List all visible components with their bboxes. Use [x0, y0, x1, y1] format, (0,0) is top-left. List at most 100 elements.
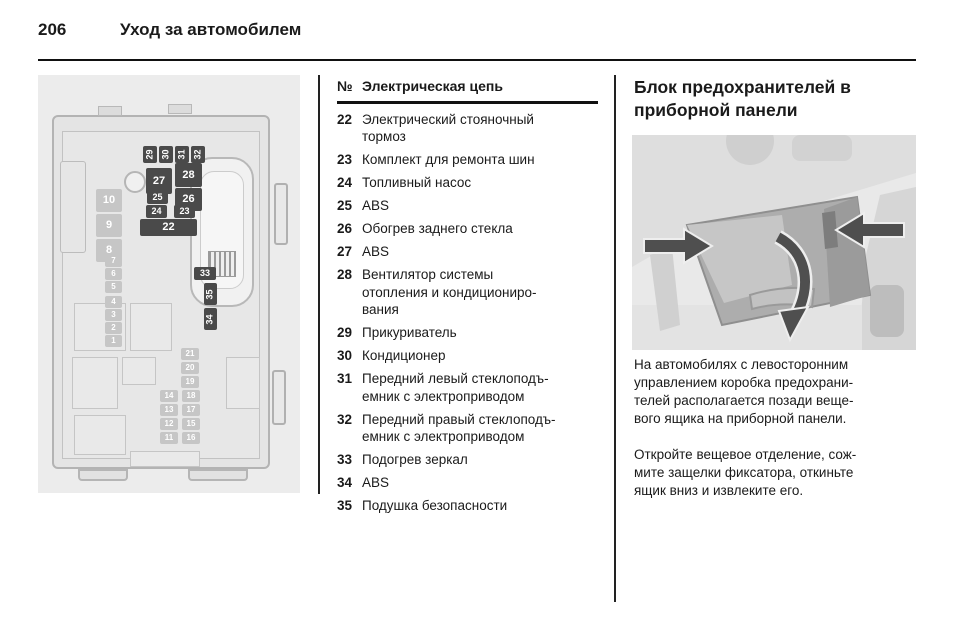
circuit-label: ABS: [362, 475, 390, 490]
table-row-fuse-23: 23 Комплект для ремонта шин: [337, 151, 598, 169]
paragraph-line: мите защелки фиксатора, откиньте: [634, 465, 854, 480]
fuse-label-19: 19: [181, 376, 199, 388]
fuse-label-7: 7: [105, 255, 122, 267]
fuse-number: 34: [337, 475, 353, 490]
fuse-label-20: 20: [181, 362, 199, 374]
body-paragraph: На автомобилях с левосторонним управлени…: [634, 356, 926, 428]
circuit-label: ABS: [362, 198, 390, 213]
header-rule: [38, 59, 916, 61]
fuse-label-14: 14: [160, 390, 178, 402]
fuse-label-21: 21: [181, 348, 199, 360]
relay-block-5: [226, 357, 260, 409]
column-divider-left: [318, 75, 320, 494]
fuse-label-12: 12: [160, 418, 178, 430]
fuse-label-29: 29: [143, 146, 157, 163]
fuse-circuit-table: № Электрическая цепь 22 Электрический стоя…: [337, 78, 598, 520]
circuit-label: Прикуриватель: [362, 325, 457, 340]
fuse-label-27: 27: [146, 168, 172, 194]
table-row-fuse-34: 34 ABS: [337, 474, 598, 492]
seat-bolster: [870, 285, 904, 337]
table-row-fuse-29: 29 Прикуриватель: [337, 324, 598, 342]
console-side: [650, 247, 680, 331]
fusebox-clip-lower: [272, 370, 286, 425]
fuse-label-32: 32: [191, 146, 205, 163]
paragraph-line: телей располагается позади веще-: [634, 393, 854, 408]
section-heading: Блок предохранителей в приборной панели: [634, 76, 924, 122]
fuse-label-24: 24: [146, 205, 167, 218]
section-heading-line: приборной панели: [634, 100, 798, 120]
fusebox-foot-left: [78, 469, 128, 481]
fuse-number: 33: [337, 452, 353, 467]
fusebox-foot-right: [188, 469, 248, 481]
circuit-label: Комплект для ремонта шин: [362, 152, 535, 167]
page-number: 206: [38, 20, 67, 39]
table-row-fuse-33: 33 Подогрев зеркал: [337, 451, 598, 469]
fuse-label-15: 15: [182, 418, 200, 430]
column-header-circuit: Электрическая цепь: [362, 78, 503, 94]
column-header-number: №: [337, 78, 353, 94]
fuse-label-35: 35: [204, 283, 217, 305]
fuse-label-5: 5: [105, 281, 122, 293]
fusebox-tab-left: [98, 106, 122, 116]
arrow-press-right-icon: [834, 211, 905, 249]
circuit-label: Подогрев зеркал: [362, 452, 468, 467]
relay-block-2: [130, 303, 172, 351]
paragraph-line: Откройте вещевое отделение, сож-: [634, 447, 857, 462]
fuse-label-4: 4: [105, 296, 122, 308]
section-heading-line: Блок предохранителей в: [634, 77, 851, 97]
fuse-label-33: 33: [194, 267, 216, 280]
fuse-number: 26: [337, 221, 353, 236]
circuit-label: Передний правый стеклоподъ-емник с элект…: [362, 411, 556, 445]
circuit-label: Топливный насос: [362, 175, 472, 190]
fuse-label-1: 1: [105, 335, 122, 347]
fuse-number: 24: [337, 175, 353, 190]
fusebox-tab-right: [168, 104, 192, 114]
circuit-label: Передний левый стеклоподъ-емник с электр…: [362, 371, 549, 404]
arrow-press-left-icon: [643, 227, 714, 265]
fusebox-bolt: [124, 171, 146, 193]
table-header: № Электрическая цепь: [337, 78, 598, 104]
table-row-fuse-31: 31 Передний левый стеклоподъ-емник с элек…: [337, 370, 598, 405]
body-paragraph: Откройте вещевое отделение, сож- мите за…: [634, 446, 926, 500]
column-divider-right: [614, 75, 616, 602]
table-row-fuse-24: 24 Топливный насос: [337, 174, 598, 192]
dashboard-upper: [632, 135, 916, 267]
glovebox-removal-figure: [632, 117, 916, 350]
fuse-label-13: 13: [160, 404, 178, 416]
fuse-label-31: 31: [175, 146, 189, 163]
circuit-label: Обогрев заднего стекла: [362, 221, 513, 236]
relay-block-7: [130, 451, 200, 467]
fuse-label-16: 16: [182, 432, 200, 444]
fuse-number: 22: [337, 111, 353, 127]
paragraph-line: вого ящика на приборной панели.: [634, 411, 847, 426]
arrow-swing-down-icon: [774, 230, 813, 343]
fusebox-connector-left: [60, 161, 86, 253]
fuse-number: 32: [337, 411, 353, 427]
fuse-label-6: 6: [105, 268, 122, 280]
fuse-label-34: 34: [204, 308, 217, 330]
fuse-label-18: 18: [182, 390, 200, 402]
paragraph-line: На автомобилях с левосторонним: [634, 357, 849, 372]
relay-block-4: [122, 357, 156, 385]
fuse-number: 29: [337, 325, 353, 340]
fuse-number: 23: [337, 152, 353, 167]
fusebox-clip-upper: [274, 183, 288, 245]
table-row-fuse-26: 26 Обогрев заднего стекла: [337, 220, 598, 238]
fuse-number: 25: [337, 198, 353, 213]
fuse-number: 28: [337, 267, 353, 282]
fuse-label-22: 22: [140, 219, 197, 236]
fuse-label-2: 2: [105, 322, 122, 334]
table-row-fuse-32: 32 Передний правый стеклоподъ-емник с эле…: [337, 411, 598, 446]
fuse-label-28: 28: [175, 163, 202, 187]
paragraph-line: ящик вниз и извлеките его.: [634, 483, 804, 498]
fuse-label-17: 17: [182, 404, 200, 416]
fuse-number: 31: [337, 371, 353, 386]
